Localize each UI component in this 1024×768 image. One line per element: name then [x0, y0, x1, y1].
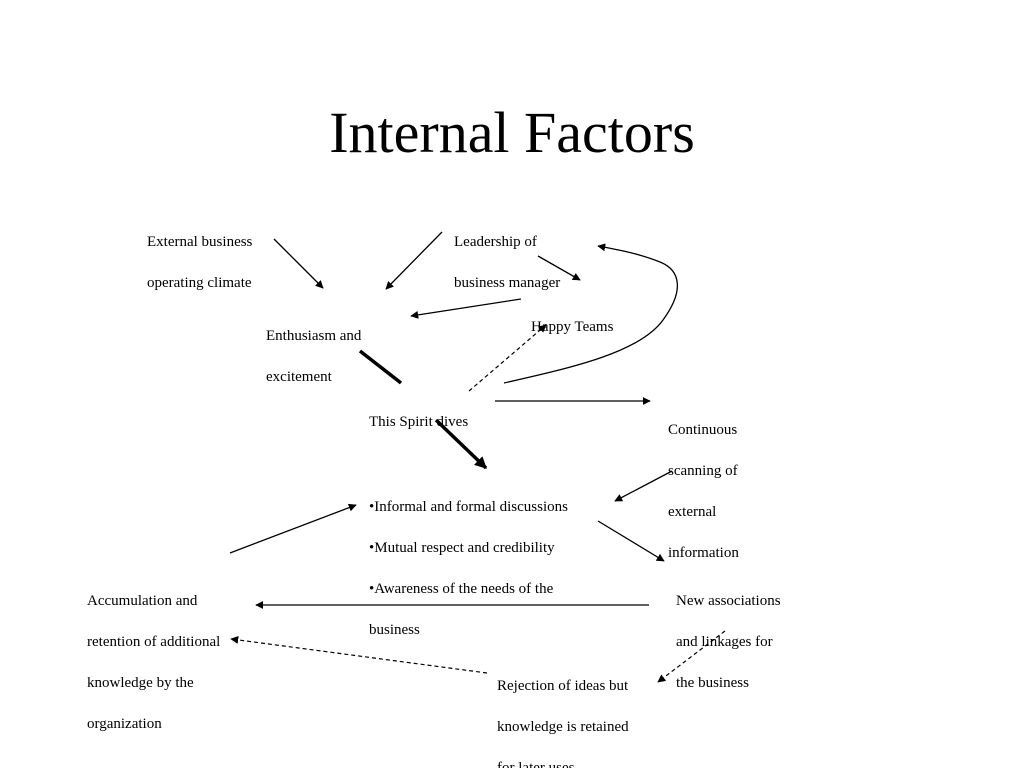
- node-new-associations: New associations and linkages for the bu…: [676, 570, 781, 714]
- node-leadership: Leadership of business manager: [454, 211, 560, 314]
- node-text-line: scanning of: [668, 462, 738, 479]
- node-text-line: external: [668, 503, 717, 520]
- node-text-line: Accumulation and: [87, 592, 198, 609]
- arrow-accumulation-to-discussions: [229, 503, 357, 554]
- node-happy-teams: Happy Teams: [531, 296, 613, 358]
- node-text-line: knowledge is retained: [497, 718, 629, 735]
- arrow-continuous-to-discussions: [614, 470, 673, 502]
- node-discussions: •Informal and formal discussions •Mutual…: [369, 476, 568, 661]
- node-text-line: Happy Teams: [531, 318, 614, 335]
- node-text-line: and linkages for: [676, 633, 773, 650]
- arrow-spirit-to-discussions: [434, 418, 488, 470]
- node-text-line: retention of additional: [87, 633, 221, 650]
- node-text-line: New associations: [676, 592, 781, 609]
- node-text-line: business: [369, 621, 420, 638]
- node-text-line: External business: [147, 233, 253, 250]
- node-text-line: information: [668, 544, 739, 561]
- arrow-discussions-to-associations: [597, 520, 665, 562]
- node-text-line: for later uses: [497, 759, 575, 768]
- node-rejection: Rejection of ideas but knowledge is reta…: [497, 655, 629, 768]
- arrow-spirit-to-happy-teams: [468, 324, 547, 392]
- node-text-line: This Spirit dives: [369, 413, 469, 430]
- node-spirit: This Spirit dives: [369, 391, 468, 453]
- node-text-line: business manager: [454, 274, 561, 291]
- node-accumulation: Accumulation and retention of additional…: [87, 570, 220, 755]
- node-text-line: Continuous: [668, 421, 738, 438]
- node-enthusiasm: Enthusiasm and excitement: [266, 305, 361, 408]
- node-text-line: excitement: [266, 368, 332, 385]
- arrow-associations-to-rejection: [657, 630, 726, 683]
- node-text-line: the business: [676, 674, 749, 691]
- arrow-rejection-to-accumulation: [230, 635, 488, 674]
- connector-enthusiasm-to-spirit: [358, 349, 403, 385]
- node-text-line: •Mutual respect and credibility: [369, 539, 555, 556]
- arrow-leadership-to-enthusiasm: [385, 231, 443, 290]
- node-text-line: Leadership of: [454, 233, 537, 250]
- node-text-line: operating climate: [147, 274, 252, 291]
- node-continuous-scanning: Continuous scanning of external informat…: [668, 399, 739, 584]
- slide-title: Internal Factors: [329, 100, 695, 165]
- node-text-line: •Awareness of the needs of the: [369, 580, 554, 597]
- node-text-line: Rejection of ideas but: [497, 677, 629, 694]
- arrow-happy-teams-to-enthusiasm: [410, 298, 522, 319]
- arrow-spirit-to-leadership: [503, 243, 679, 384]
- arrow-climate-to-enthusiasm: [273, 238, 324, 289]
- node-text-line: organization: [87, 715, 162, 732]
- arrow-leadership-to-happy-teams: [537, 255, 581, 281]
- node-text-line: knowledge by the: [87, 674, 194, 691]
- node-text-line: Enthusiasm and: [266, 327, 362, 344]
- node-text-line: •Informal and formal discussions: [369, 498, 568, 515]
- node-external-climate: External business operating climate: [147, 211, 252, 314]
